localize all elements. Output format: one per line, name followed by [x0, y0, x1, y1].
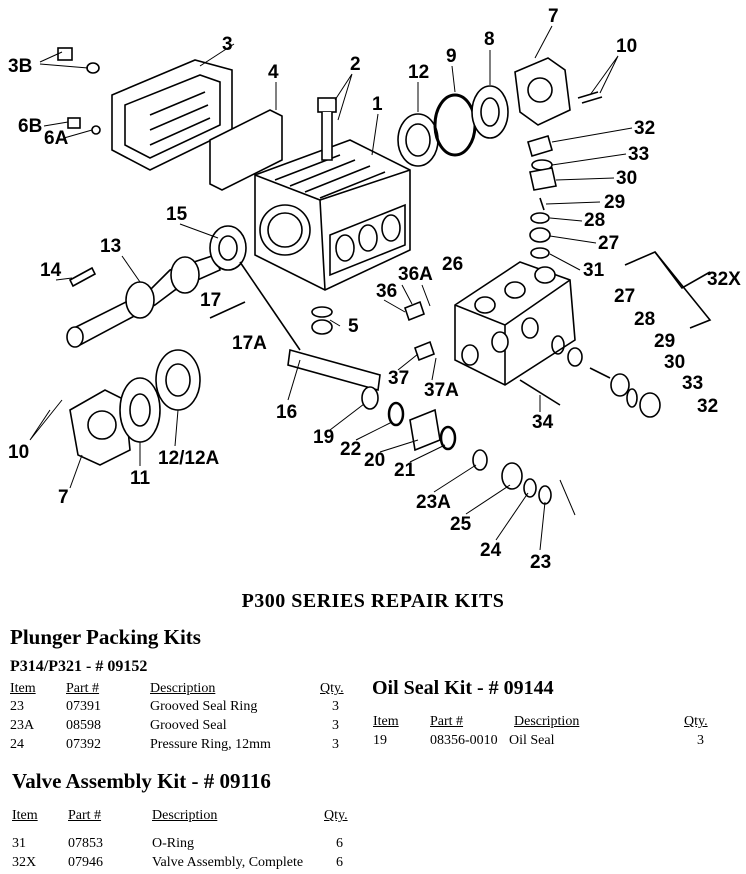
callout: 15	[166, 204, 188, 225]
callout: 16	[276, 402, 297, 423]
callout: 10	[8, 442, 29, 463]
column-header: Qty.	[320, 681, 344, 696]
callout: 5	[348, 316, 359, 337]
callout: 17	[200, 290, 221, 311]
callout: 32X	[707, 269, 741, 290]
callout: 37	[388, 368, 409, 389]
table-cell: Grooved Seal Ring	[150, 699, 258, 714]
table-cell: O-Ring	[152, 836, 194, 851]
callout: 36	[376, 281, 397, 302]
table-cell: 3	[332, 737, 339, 752]
table-cell: 6	[336, 836, 343, 851]
callout: 20	[364, 450, 385, 471]
table-cell: 32X	[12, 855, 37, 870]
callout: 36A	[398, 264, 433, 285]
table-cell: 23	[10, 699, 24, 714]
table-cell: 31	[12, 836, 26, 851]
callout: 37A	[424, 380, 459, 401]
column-header: Description	[514, 714, 580, 729]
callout: 17A	[232, 333, 267, 354]
table-cell: 07391	[66, 699, 101, 714]
column-header: Part #	[430, 714, 464, 729]
table-cell: Oil Seal	[509, 733, 555, 748]
callout: 32	[634, 118, 655, 139]
table-cell: 07853	[68, 836, 103, 851]
column-header: Part #	[66, 681, 100, 696]
callout: 10	[616, 36, 637, 57]
column-header: Item	[12, 808, 38, 823]
table-cell: 3	[697, 733, 704, 748]
callout: 27	[614, 286, 635, 307]
callout: 19	[313, 427, 334, 448]
page-title: P300 SERIES REPAIR KITS	[241, 590, 505, 612]
callout: 33	[682, 373, 703, 394]
table-cell: 08356-0010	[430, 733, 498, 748]
callout: 8	[484, 29, 495, 50]
callout-labels: 3B 3 4 2 1 12 9 8 7 10 6B 6A 32 33 30 29…	[8, 6, 741, 573]
column-header: Description	[150, 681, 216, 696]
table-cell: 24	[10, 737, 24, 752]
callout: 31	[583, 260, 605, 281]
column-header: Qty.	[684, 714, 708, 729]
callout: 11	[130, 468, 151, 489]
plunger-kit-subheading: P314/P321 - # 09152	[10, 658, 148, 675]
table-cell: Pressure Ring, 12mm	[150, 737, 271, 752]
valve-kit-heading: Valve Assembly Kit - # 09116	[12, 769, 271, 793]
table-cell: 6	[336, 855, 343, 870]
callout: 28	[634, 309, 655, 330]
callout: 22	[340, 439, 361, 460]
callout: 6A	[44, 128, 69, 149]
callout: 23	[530, 552, 551, 573]
callout: 34	[532, 412, 554, 433]
callout: 30	[616, 168, 637, 189]
callout: 13	[100, 236, 121, 257]
table-cell: 07392	[66, 737, 101, 752]
column-header: Description	[152, 808, 218, 823]
table-cell: 3	[332, 718, 339, 733]
callout: 21	[394, 460, 416, 481]
table-cell: 23A	[10, 718, 35, 733]
callout: 7	[548, 6, 559, 27]
table-cell: Grooved Seal	[150, 718, 227, 733]
callout: 32	[697, 396, 718, 417]
table-cell: 3	[332, 699, 339, 714]
callout: 3	[222, 34, 233, 55]
leader-lines	[29, 25, 633, 551]
callout: 25	[450, 514, 472, 535]
table-cell: 19	[373, 733, 387, 748]
callout: 30	[664, 352, 685, 373]
callout: 14	[40, 260, 62, 281]
table-cell: 08598	[66, 718, 101, 733]
table-cell: Valve Assembly, Complete	[152, 855, 304, 870]
callout: 12	[408, 62, 429, 83]
callout: 4	[268, 62, 279, 83]
callout: 28	[584, 210, 605, 231]
exploded-parts-diagram: 3B 3 4 2 1 12 9 8 7 10 6B 6A 32 33 30 29…	[8, 6, 741, 573]
plunger-kit-heading: Plunger Packing Kits	[10, 625, 201, 649]
column-header: Item	[10, 681, 36, 696]
callout: 29	[654, 331, 675, 352]
column-header: Item	[373, 714, 399, 729]
callout: 26	[442, 254, 463, 275]
callout: 27	[598, 233, 619, 254]
diagram-artwork	[57, 47, 712, 505]
callout: 23A	[416, 492, 451, 513]
callout: 9	[446, 46, 457, 67]
table-cell: 07946	[68, 855, 103, 870]
callout: 1	[372, 94, 383, 115]
column-header: Qty.	[324, 808, 348, 823]
callout: 24	[480, 540, 502, 561]
callout: 2	[350, 54, 361, 75]
callout: 7	[58, 487, 69, 508]
callout: 6B	[18, 116, 42, 137]
callout: 12/12A	[158, 448, 220, 469]
callout: 33	[628, 144, 649, 165]
oil-seal-kit-heading: Oil Seal Kit - # 09144	[372, 677, 554, 699]
callout: 29	[604, 192, 625, 213]
callout: 3B	[8, 56, 32, 77]
column-header: Part #	[68, 808, 102, 823]
